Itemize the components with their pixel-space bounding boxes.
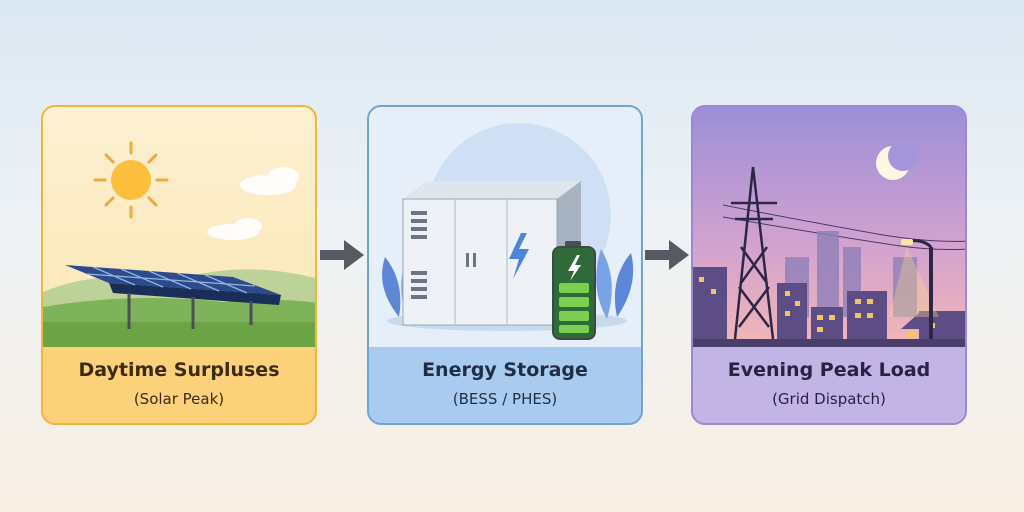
battery-icon — [552, 241, 596, 340]
stage-subtitle: (Solar Peak) — [133, 390, 225, 408]
moon-icon — [876, 141, 918, 180]
storage-scene — [369, 107, 641, 347]
stage-card-energy-storage: Energy Storage (BESS / PHES) — [367, 105, 643, 425]
sun-icon — [93, 141, 169, 219]
transmission-tower-icon — [731, 166, 777, 340]
solar-scene — [43, 107, 315, 347]
stage-title: Evening Peak Load — [727, 359, 931, 381]
solar-panel-icon — [65, 265, 281, 329]
street-lamp-icon — [889, 239, 939, 339]
arrow-right-icon — [645, 240, 689, 270]
stage-subtitle: (Grid Dispatch) — [772, 390, 886, 408]
arrow-right-icon — [320, 240, 364, 270]
stage-card-daytime-surpluses: Daytime Surpluses (Solar Peak) — [41, 105, 317, 425]
cloud-icon — [207, 167, 299, 240]
stage-title: Energy Storage — [422, 359, 588, 381]
evening-scene — [693, 107, 965, 347]
battery-container-icon — [402, 181, 581, 326]
stage-title: Daytime Surpluses — [78, 359, 280, 381]
stage-card-evening-peak-load: Evening Peak Load (Grid Dispatch) — [691, 105, 967, 425]
stage-subtitle: (BESS / PHES) — [452, 390, 558, 408]
